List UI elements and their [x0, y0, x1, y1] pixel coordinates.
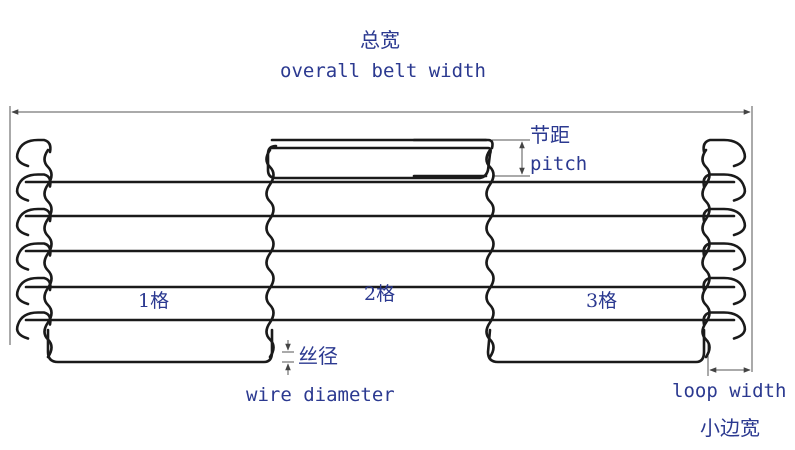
crimp-column-1 — [43, 148, 53, 359]
crimp-column-2 — [265, 148, 275, 359]
wire-mesh — [15, 138, 747, 364]
left-hook-4 — [15, 242, 52, 271]
pitch-label-en: pitch — [530, 153, 588, 175]
left-hook-2 — [15, 173, 52, 202]
overall-width-label-zh: 总宽 — [360, 28, 400, 52]
top-middle-loop — [266, 144, 492, 180]
loop-width-label-zh: 小边宽 — [700, 416, 760, 440]
right-hook-5 — [702, 276, 747, 306]
left-hook-3 — [15, 207, 52, 237]
crimp-column-3 — [485, 148, 495, 359]
overall-width-label-en: overall belt width — [280, 60, 486, 82]
wire-diameter-label-zh: 丝径 — [298, 344, 338, 368]
segment-label-2: 2格 — [364, 283, 396, 305]
right-hook-2 — [702, 173, 747, 202]
bottom-loop-left — [46, 328, 274, 364]
wire-diameter-label-en: wire diameter — [246, 384, 395, 406]
pitch-label-zh: 节距 — [530, 123, 570, 147]
segment-label-3: 3格 — [586, 290, 618, 312]
pitch-dimension — [492, 139, 530, 177]
crimp-column-4 — [701, 148, 711, 359]
overall-width-dimension — [9, 106, 753, 372]
top-wire — [270, 138, 494, 150]
right-hook-1 — [702, 138, 747, 168]
left-hook-5 — [15, 276, 52, 306]
bottom-loop-right — [486, 328, 706, 364]
right-hook-3 — [702, 207, 747, 237]
right-hook-4 — [702, 242, 747, 271]
loop-width-dimension — [707, 340, 751, 376]
loop-width-label-en: loop width — [672, 380, 787, 402]
left-hook-6 — [15, 311, 52, 340]
wire-diameter-dimension — [282, 340, 294, 375]
segment-label-1: 1格 — [138, 290, 170, 312]
right-hook-6 — [702, 311, 747, 340]
left-hook-1 — [15, 138, 52, 168]
